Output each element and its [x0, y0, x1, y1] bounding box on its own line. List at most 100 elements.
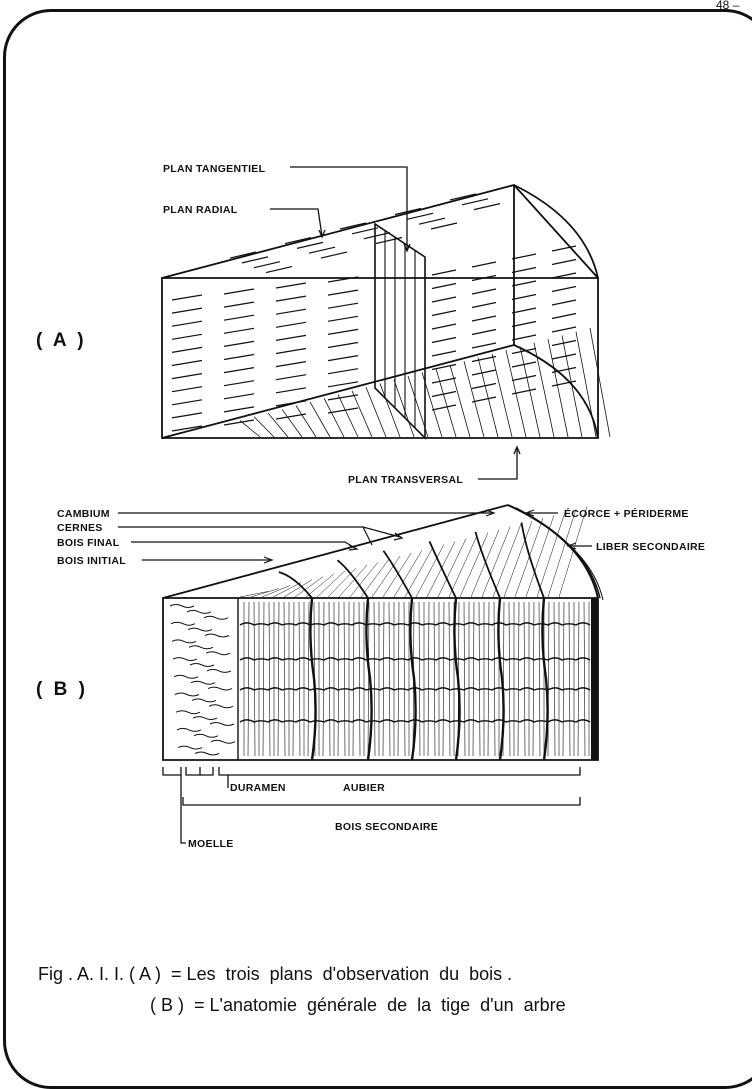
- transverse-hatch: [254, 417, 274, 437]
- radial-ray-dash: [276, 309, 306, 314]
- radial-ray-dash: [328, 316, 358, 321]
- top-ray-dash: [266, 267, 292, 273]
- radial-ray-dash: [328, 303, 358, 308]
- radial-ray-dash: [328, 329, 358, 334]
- wood-fiber-line: [569, 602, 570, 756]
- pith-cell-mark: [210, 723, 234, 726]
- radial-ray-dash: [512, 308, 536, 313]
- leader-transversal: [478, 448, 517, 479]
- wood-fiber-line: [263, 602, 264, 756]
- growth-ring-top: [429, 541, 456, 598]
- wood-fiber-line: [299, 602, 300, 756]
- radial-ray-dash: [172, 361, 202, 366]
- wood-fiber-line: [509, 602, 510, 756]
- pith-cell-mark: [192, 699, 216, 702]
- radial-ray-dash: [276, 335, 306, 340]
- radial-ray-dash: [432, 284, 456, 289]
- radial-ray-dash: [432, 311, 456, 316]
- pith-cell-mark: [195, 752, 219, 755]
- radial-ray-dash: [276, 375, 306, 380]
- transverse-hatch: [240, 420, 260, 437]
- radial-ray-dash: [224, 302, 254, 307]
- wood-fiber-line: [398, 602, 399, 756]
- wood-fiber-line: [359, 602, 360, 756]
- top-fiber-line: [537, 512, 565, 597]
- wood-fiber-line: [293, 602, 294, 756]
- radial-ray-dash: [328, 356, 358, 361]
- radial-ray-dash: [328, 382, 358, 387]
- top-ray-dash: [474, 204, 500, 210]
- radial-ray-dash: [432, 270, 456, 275]
- label-bois-final: BOIS FINAL: [57, 537, 120, 549]
- radial-ray-dash: [512, 268, 536, 273]
- radial-ray-dash: [432, 297, 456, 302]
- radial-ray-dash: [512, 376, 536, 381]
- radial-ray-dash: [172, 400, 202, 405]
- radial-ray-dash: [224, 407, 254, 412]
- wood-fiber-line: [524, 602, 525, 756]
- pith-cell-mark: [211, 740, 235, 743]
- radial-ray-dash: [512, 295, 536, 300]
- radial-ray-dash: [472, 397, 496, 402]
- wood-fiber-band: [240, 658, 590, 660]
- block-top-face: [162, 185, 598, 278]
- wood-fiber-line: [473, 602, 474, 756]
- leader-cernes: [118, 527, 400, 537]
- radial-ray-dash: [172, 334, 202, 339]
- pith-cell-mark: [194, 734, 218, 737]
- radial-ray-dash: [328, 395, 358, 400]
- pith-cell-mark: [172, 640, 196, 643]
- pith-cell-mark: [190, 664, 214, 667]
- wood-fiber-line: [404, 602, 405, 756]
- radial-ray-dash: [224, 341, 254, 346]
- panel-a-label: ( A ): [36, 330, 87, 351]
- bark-strip: [591, 598, 598, 760]
- pith-cell-mark: [209, 705, 233, 708]
- pith-cell-mark: [173, 658, 197, 661]
- radial-ray-dash: [224, 328, 254, 333]
- wood-fiber-line: [248, 602, 249, 756]
- pith-cell-mark: [207, 669, 231, 672]
- bracket-duramen: [186, 767, 200, 775]
- leader-bois-final: [131, 542, 355, 548]
- radial-ray-dash: [224, 315, 254, 320]
- label-bois-secondaire: BOIS SECONDAIRE: [335, 821, 438, 833]
- wood-fiber-line: [374, 602, 375, 756]
- pith-cell-mark: [187, 610, 211, 613]
- growth-ring-front: [542, 598, 547, 760]
- growth-ring-top: [337, 560, 368, 598]
- radial-ray-dash: [432, 324, 456, 329]
- pith-cell-mark: [205, 634, 229, 637]
- wood-fiber-line: [488, 602, 489, 756]
- wood-fiber-line: [578, 602, 579, 756]
- pith-cell-mark: [176, 711, 200, 714]
- wood-fiber-line: [554, 602, 555, 756]
- radial-ray-dash: [328, 408, 358, 413]
- pith-cell-mark: [191, 681, 215, 684]
- wood-fiber-line: [419, 602, 420, 756]
- radial-ray-dash: [512, 281, 536, 286]
- radial-ray-dash: [172, 387, 202, 392]
- top-ray-dash: [242, 257, 268, 263]
- wood-fiber-line: [389, 602, 390, 756]
- label-plan-tangentiel: PLAN TANGENTIEL: [163, 163, 266, 175]
- wood-fiber-line: [278, 602, 279, 756]
- radial-ray-dash: [224, 289, 254, 294]
- caption-line-2: ( B ) = L'anatomie générale de la tige d…: [150, 995, 566, 1016]
- radial-ray-dash: [276, 296, 306, 301]
- top-ray-dash: [364, 233, 390, 239]
- label-moelle: MOELLE: [188, 838, 234, 850]
- radial-ray-dash: [276, 401, 306, 406]
- label-ecorce-periderme: ÉCORCE + PÉRIDERME: [564, 507, 689, 520]
- leader-radial: [270, 209, 322, 236]
- top-fiber-line: [306, 574, 334, 597]
- wood-fiber-line: [494, 602, 495, 756]
- panel-b-label: ( B ): [36, 679, 88, 700]
- radial-ray-dash: [328, 343, 358, 348]
- top-ray-dash: [297, 242, 323, 248]
- label-cernes: CERNES: [57, 522, 103, 534]
- radial-ray-dash: [172, 347, 202, 352]
- wood-fiber-line: [383, 602, 384, 756]
- radial-ray-dash: [552, 354, 576, 359]
- radial-ray-dash: [472, 343, 496, 348]
